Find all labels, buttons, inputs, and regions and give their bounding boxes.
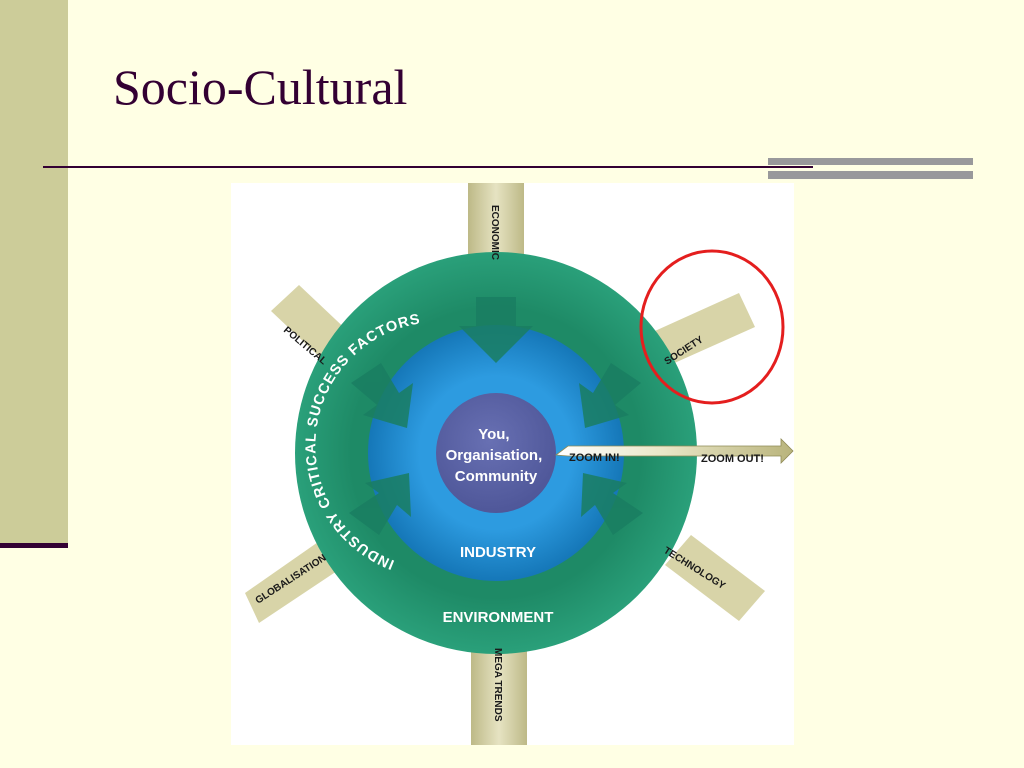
inward-arrow-bottom-left xyxy=(349,473,411,535)
mega-trends-bar xyxy=(471,638,527,745)
society-bar xyxy=(646,293,755,369)
economic-label: ECONOMIC xyxy=(489,205,500,260)
highlight-circle xyxy=(639,249,785,405)
inward-arrows xyxy=(349,297,643,535)
svg-text:You, Organisation, Com: You, Organisation, Community xyxy=(446,426,547,485)
left-sidebar-foot-line xyxy=(0,543,68,548)
inward-arrow-right xyxy=(579,363,641,428)
environment-diagram: You, Organisation, Community ZOOM IN! ZO… xyxy=(231,183,794,745)
left-sidebar-decoration xyxy=(0,0,68,543)
inward-arrow-left xyxy=(351,363,413,428)
mega-trends-label: MEGA TRENDS xyxy=(492,648,503,722)
inward-arrow-top xyxy=(459,297,533,363)
slide-title: Socio-Cultural xyxy=(113,59,408,115)
technology-bar xyxy=(665,535,765,621)
force-bars xyxy=(245,183,765,745)
zoom-in-label: ZOOM IN! xyxy=(569,452,620,464)
inner-ring-label: INDUSTRY xyxy=(460,544,536,561)
accent-bar-top xyxy=(768,158,973,165)
outer-ring-label: ENVIRONMENT xyxy=(443,609,554,626)
center-label-line-1: You, xyxy=(478,426,509,443)
center-circle xyxy=(436,393,556,513)
center-label-line-2: Organisation, xyxy=(446,447,543,464)
inward-arrow-bottom-right xyxy=(581,473,643,535)
center-label-line-3: Community xyxy=(455,468,538,485)
zoom-out-label: ZOOM OUT! xyxy=(701,453,764,465)
globalisation-bar xyxy=(245,533,349,623)
accent-bar-bottom xyxy=(768,171,973,179)
title-underline xyxy=(43,166,813,168)
zoom-arrow xyxy=(554,438,794,464)
